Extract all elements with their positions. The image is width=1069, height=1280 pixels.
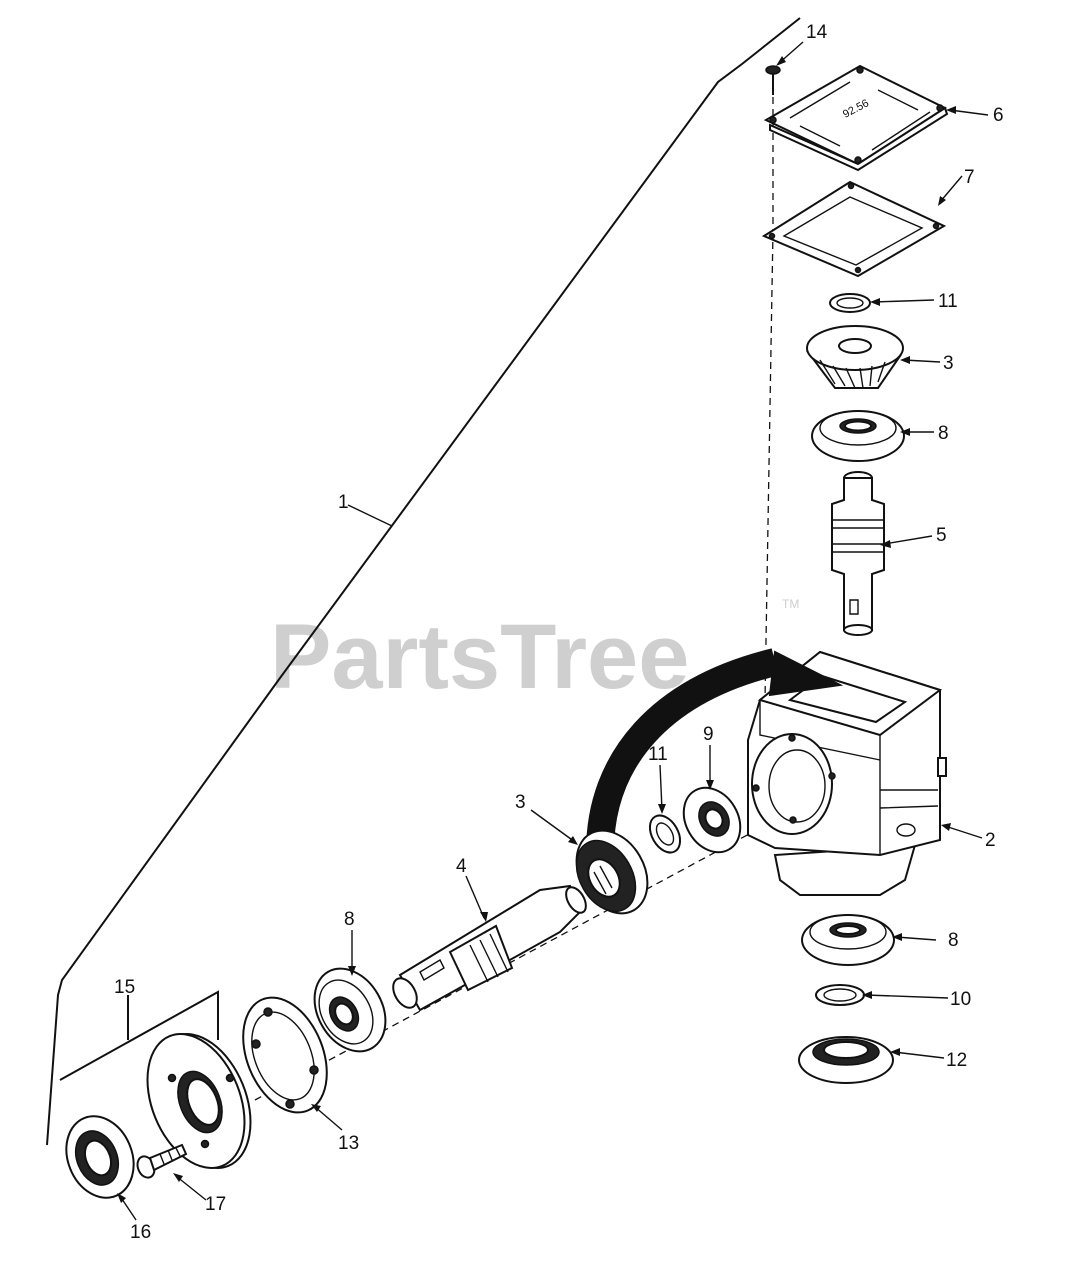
part-14-screw <box>765 65 781 95</box>
part-13-gasket-ring <box>242 996 328 1114</box>
callout-8-left: 8 <box>344 909 355 930</box>
callout-11-top: 11 <box>938 291 958 312</box>
callout-8-top: 8 <box>938 423 949 444</box>
part-3-mid-bevel-gear <box>575 829 649 915</box>
callout-9: 9 <box>703 724 714 745</box>
callout-17: 17 <box>205 1194 226 1215</box>
curved-relocation-arrow <box>586 648 844 853</box>
callout-16: 16 <box>130 1222 151 1243</box>
callout-7: 7 <box>964 167 975 188</box>
part-9-bearing <box>682 786 742 854</box>
part-4-horizontal-shaft <box>392 884 587 1012</box>
part-5-vertical-shaft <box>831 471 885 636</box>
callout-15: 15 <box>114 977 135 998</box>
part-7-gasket <box>761 180 947 278</box>
part-11-mid-snap-ring <box>648 814 682 854</box>
callout-12: 12 <box>946 1050 967 1071</box>
part-15-bracket <box>59 990 219 1081</box>
part-3-top-bevel-gear <box>805 325 904 389</box>
callout-8-bottom: 8 <box>948 930 959 951</box>
watermark: PartsTree <box>270 606 689 708</box>
callout-14: 14 <box>806 22 828 43</box>
callout-6: 6 <box>993 105 1004 126</box>
callout-3-mid: 3 <box>515 792 526 813</box>
part-6-top-cover: 92.56 <box>763 64 949 172</box>
callout-1: 1 <box>338 492 349 513</box>
part-1-bracket-line <box>46 17 801 1146</box>
callout-3-top: 3 <box>943 353 954 374</box>
callout-13: 13 <box>338 1133 359 1154</box>
part-11-top-snap-ring <box>829 293 871 313</box>
callout-5: 5 <box>936 525 947 546</box>
part-17-bolt <box>136 1143 188 1179</box>
watermark-tm: TM <box>782 597 799 611</box>
callout-11-mid: 11 <box>648 744 668 765</box>
part-8-top-bearing <box>811 410 905 462</box>
part-16-seal <box>65 1115 135 1199</box>
part-10-snap-ring <box>815 984 865 1006</box>
part-8-left-bearing <box>313 967 387 1053</box>
part-8-lower-bearing <box>801 914 895 966</box>
diagonal-centerline <box>254 811 791 1101</box>
leader-lines <box>117 41 989 1221</box>
callout-10: 10 <box>950 989 971 1010</box>
vertical-centerline-lower <box>764 229 774 701</box>
part-15-flange <box>146 1033 252 1169</box>
callout-2: 2 <box>985 830 996 851</box>
part-12-lower-seal <box>798 1036 894 1084</box>
callout-4: 4 <box>456 856 467 877</box>
